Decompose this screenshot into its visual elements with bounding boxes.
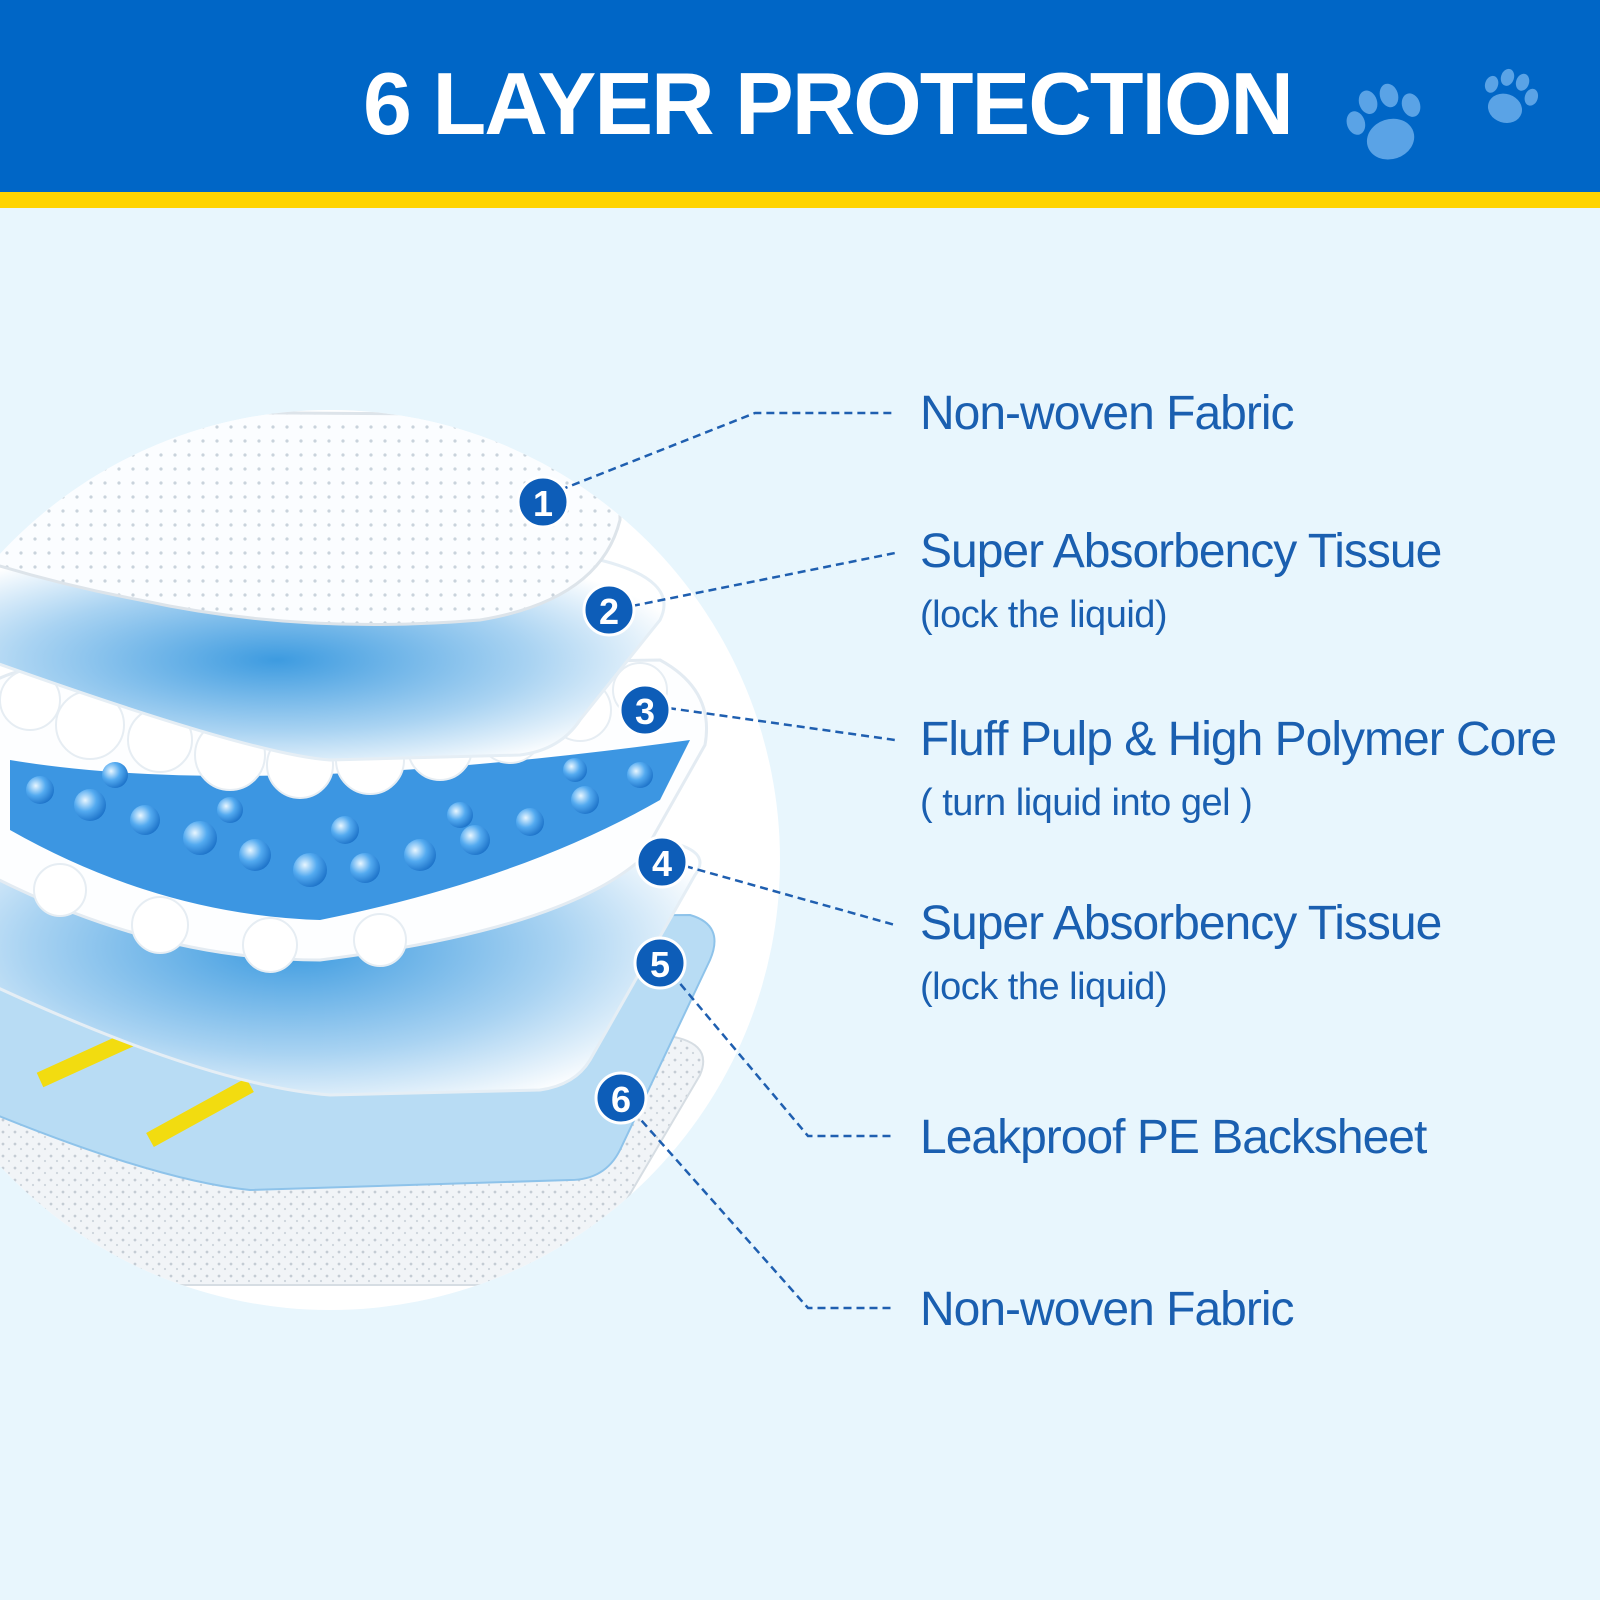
leader-line-6 <box>632 1110 895 1310</box>
header-banner <box>0 0 1600 192</box>
layer-badge-1: 1 <box>516 475 570 529</box>
layer-4-note: (lock the liquid) <box>920 966 1168 1008</box>
layer-badge-4: 4 <box>635 835 689 889</box>
layer-4-label: Super Absorbency Tissue <box>920 897 1442 950</box>
layer-3-label: Fluff Pulp & High Polymer Core <box>920 713 1557 766</box>
page-title: 6 LAYER PROTECTION <box>363 54 1294 153</box>
layer-2-label: Super Absorbency Tissue <box>920 525 1442 578</box>
leader-line-5 <box>671 973 895 1138</box>
layer-5-label: Leakproof PE Backsheet <box>920 1111 1427 1164</box>
leader-line-1 <box>559 411 895 492</box>
layer-3-note: ( turn liquid into gel ) <box>920 782 1253 824</box>
layer-5-stripe <box>146 1077 254 1148</box>
paw-icon <box>1346 83 1421 160</box>
layer-badge-1-number: 1 <box>533 483 553 524</box>
layer-badge-6-number: 6 <box>611 1079 631 1120</box>
layer-1-label: Non-woven Fabric <box>920 387 1294 440</box>
paw-icon <box>1484 68 1539 124</box>
layer-badge-2-number: 2 <box>599 591 619 632</box>
layer-badge-5-number: 5 <box>650 944 670 985</box>
layer-badge-5: 5 <box>633 936 687 990</box>
layer-3-polymer-beads <box>26 758 653 887</box>
layer-badge-6: 6 <box>594 1071 648 1125</box>
leader-line-2 <box>631 551 896 608</box>
leader-line-4 <box>684 864 896 927</box>
layer-badge-4-number: 4 <box>652 843 672 884</box>
layer-badge-2: 2 <box>582 583 636 637</box>
layer-badge-3-number: 3 <box>635 691 655 732</box>
layer-badge-3: 3 <box>618 683 672 737</box>
header-stripe <box>0 192 1600 208</box>
layer-2-note: (lock the liquid) <box>920 594 1168 636</box>
layer-6-label: Non-woven Fabric <box>920 1283 1294 1336</box>
